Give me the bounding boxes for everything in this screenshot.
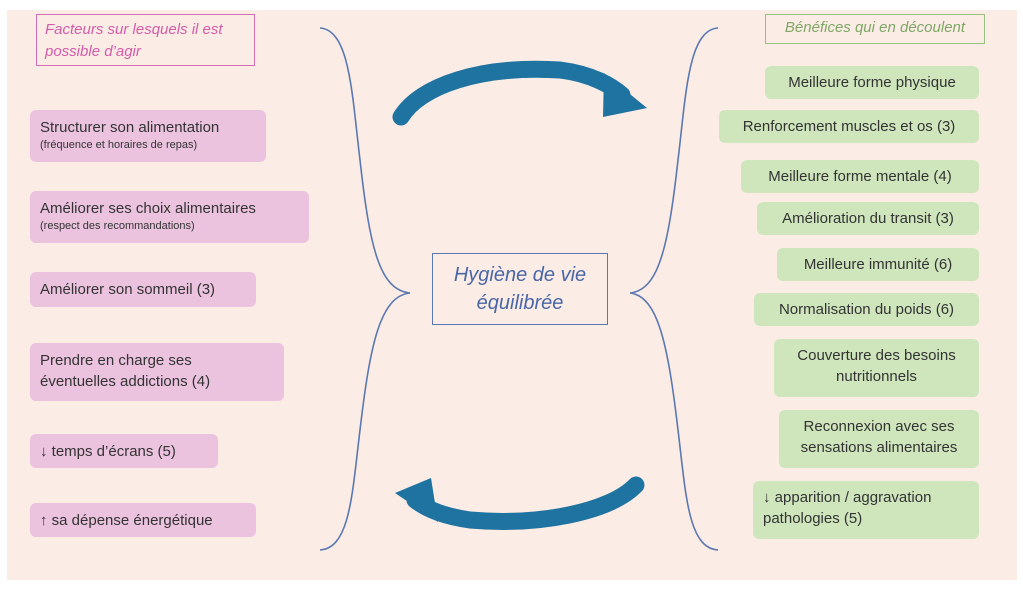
factor-box: ↑ sa dépense énergétique — [30, 503, 256, 537]
factor-box: ↓ temps d’écrans (5) — [30, 434, 218, 468]
benefit-box: ↓ apparition / aggravation pathologies (… — [753, 481, 979, 539]
benefit-label: Meilleure forme mentale (4) — [768, 168, 952, 185]
benefit-box: Meilleure forme physique — [765, 66, 979, 99]
benefit-label-line2: nutritionnels — [836, 368, 917, 385]
benefit-label-line2: sensations alimentaires — [800, 439, 958, 456]
factor-label: Prendre en charge ses — [40, 352, 192, 369]
factor-box: Améliorer ses choix alimentaires (respec… — [30, 191, 309, 243]
factor-box: Structurer son alimentation (fréquence e… — [30, 110, 266, 162]
factors-header: Facteurs sur lesquels il est possible d’… — [36, 14, 255, 66]
factor-label: Améliorer ses choix alimentaires — [40, 200, 256, 217]
benefit-label: Meilleure forme physique — [788, 74, 956, 91]
factor-label: Structurer son alimentation — [40, 119, 220, 136]
factor-label: ↓ temps d’écrans (5) — [40, 443, 176, 460]
factor-box: Améliorer son sommeil (3) — [30, 272, 256, 307]
factor-label: Améliorer son sommeil (3) — [40, 281, 216, 298]
factor-detail: (fréquence et horaires de repas) — [40, 139, 198, 151]
benefit-box: Normalisation du poids (6) — [754, 293, 979, 326]
benefit-label: Normalisation du poids (6) — [778, 301, 955, 318]
benefit-box: Amélioration du transit (3) — [757, 202, 979, 235]
benefit-box: Meilleure immunité (6) — [777, 248, 979, 281]
benefits-header: Bénéfices qui en découlent — [765, 14, 985, 44]
central-concept-line1: Hygiène de vie — [453, 264, 587, 286]
factor-label: ↑ sa dépense énergétique — [40, 512, 213, 529]
factor-detail: (respect des recommandations) — [40, 220, 195, 232]
benefit-label: Amélioration du transit (3) — [782, 210, 954, 227]
central-concept-line2: équilibrée — [476, 292, 564, 314]
benefit-label: Meilleure immunité (6) — [803, 256, 953, 273]
benefit-label: Reconnexion avec ses — [803, 418, 955, 435]
benefit-box: Renforcement muscles et os (3) — [719, 110, 979, 143]
factor-label-line2: éventuelles addictions (4) — [40, 373, 211, 390]
factor-box: Prendre en charge ses éventuelles addict… — [30, 343, 284, 401]
benefit-label: Couverture des besoins — [797, 347, 956, 364]
benefit-label-line2: pathologies (5) — [763, 510, 863, 527]
benefit-box: Meilleure forme mentale (4) — [741, 160, 979, 193]
benefit-label: Renforcement muscles et os (3) — [742, 118, 956, 135]
benefit-box: Reconnexion avec ses sensations alimenta… — [779, 410, 979, 468]
central-concept: Hygiène de vie équilibrée — [432, 253, 608, 325]
benefit-box: Couverture des besoins nutritionnels — [774, 339, 979, 397]
benefit-label: ↓ apparition / aggravation — [763, 489, 932, 506]
